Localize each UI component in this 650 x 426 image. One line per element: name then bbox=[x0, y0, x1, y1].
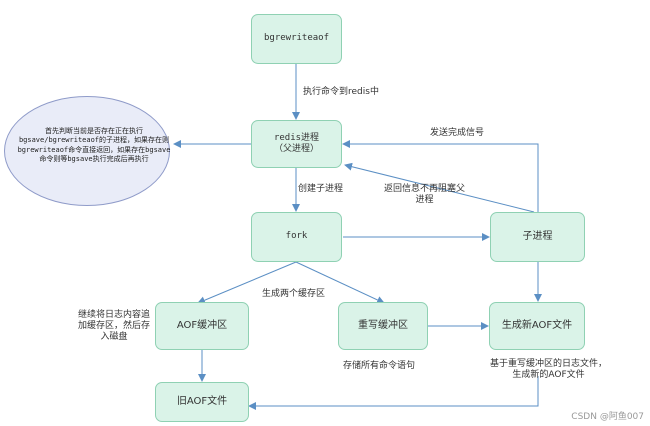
label-store-all: 存储所有命令语句 bbox=[343, 361, 416, 371]
arrow-fork-to-rewrite-buffer bbox=[295, 261, 385, 304]
label-continue-write: 继续将日志内容追 加缓存区，然后存 入磁盘 bbox=[78, 310, 151, 342]
arrow-child-return-info bbox=[344, 162, 535, 213]
arrow-new-aof-to-old-aof bbox=[248, 376, 539, 410]
node-rewrite-buffer: 重写缓冲区 bbox=[338, 302, 428, 350]
label-based-on: 基于重写缓冲区的日志文件， 生成新的AOF文件 bbox=[490, 359, 608, 380]
label-return-info: 返回信息不再阻塞父 进程 bbox=[384, 184, 466, 205]
node-new-aof-file: 生成新AOF文件 bbox=[489, 302, 585, 350]
node-bgrewriteaof: bgrewriteaof bbox=[251, 14, 342, 64]
node-redis-process: redis进程 （父进程） bbox=[251, 120, 342, 168]
label-send-signal: 发送完成信号 bbox=[430, 128, 485, 138]
condition-note-ellipse bbox=[4, 96, 170, 206]
label-gen-buffers: 生成两个缓存区 bbox=[262, 289, 326, 299]
condition-note-text: 首先判断当前是否存在正在执行 bgsave/bgrewriteaof的子进程，如… bbox=[17, 127, 171, 164]
arrow-fork-to-aof-buffer bbox=[197, 261, 297, 304]
node-old-aof-file: 旧AOF文件 bbox=[155, 382, 249, 422]
arrow-child-to-redis-signal bbox=[342, 140, 539, 212]
label-exec-command: 执行命令到redis中 bbox=[303, 87, 379, 97]
label-create-child: 创建子进程 bbox=[298, 184, 344, 194]
node-aof-buffer: AOF缓冲区 bbox=[155, 302, 249, 350]
node-fork: fork bbox=[251, 212, 342, 262]
watermark: CSDN @阿鱼007 bbox=[571, 412, 644, 422]
node-child-process: 子进程 bbox=[490, 212, 585, 262]
